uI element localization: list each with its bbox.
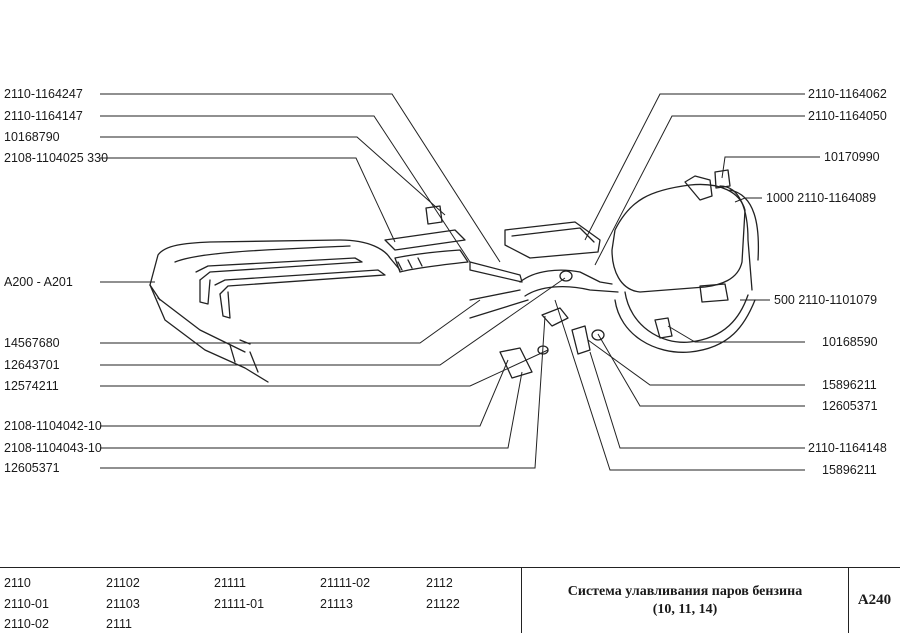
callout-right-10: 15896211 (822, 463, 877, 477)
callout-left-8: 12574211 (4, 379, 59, 393)
title-block-divider (521, 568, 522, 633)
callout-left-11: 12605371 (4, 461, 60, 475)
callout-right-8: 12605371 (822, 399, 878, 413)
fuel-tank (149, 239, 401, 383)
callout-right-1: 2110-1164062 (808, 87, 887, 101)
callout-left-9: 2108-1104042-10 (4, 419, 102, 433)
model-code: 2110 (4, 576, 31, 590)
model-code: 2110-02 (4, 617, 49, 631)
callout-right-9: 2110-1164148 (808, 441, 887, 455)
model-code: 21102 (106, 576, 140, 590)
model-code: 21111 (214, 576, 246, 590)
model-code: 2110-01 (4, 597, 49, 611)
title-block-divider (848, 568, 849, 633)
title-block: 2110 21102 21111 21111-02 2112 2110-01 2… (0, 567, 900, 633)
callout-right-7: 15896211 (822, 378, 877, 392)
model-code: 21113 (320, 597, 353, 611)
leader-lines (100, 93, 820, 471)
filler-neck-assembly (611, 169, 760, 353)
model-code: 21122 (426, 597, 460, 611)
model-code: 2111 (106, 617, 132, 631)
callout-right-4: 1000 2110-1164089 (766, 191, 877, 205)
callout-left-7: 12643701 (4, 358, 60, 372)
callout-right-3: 10170990 (824, 150, 880, 164)
hose-assembly-left (384, 205, 529, 319)
callout-left-2: 2110-1164147 (4, 109, 83, 123)
callout-right-5: 500 2110-1101079 (774, 293, 878, 307)
central-valve-group (499, 221, 619, 379)
model-code: 2112 (426, 576, 453, 590)
diagram-title-line2: (10, 11, 14) (652, 601, 718, 617)
model-code: 21103 (106, 597, 140, 611)
callout-left-5: A200 - A201 (4, 275, 73, 289)
model-code: 21111-02 (320, 576, 371, 590)
fuel-vapor-system-drawing (100, 93, 820, 471)
diagram-title-line1: Система улавливания паров бензина (567, 583, 803, 599)
model-code: 21111-01 (214, 597, 265, 611)
diagram-code: A240 (857, 592, 892, 608)
callout-left-4: 2108-1104025 330 (4, 151, 109, 165)
callout-right-2: 2110-1164050 (808, 109, 887, 123)
callout-left-10: 2108-1104043-10 (4, 441, 102, 455)
callout-right-6: 10168590 (822, 335, 878, 349)
callout-left-6: 14567680 (4, 336, 60, 350)
callout-left-1: 2110-1164247 (4, 87, 83, 101)
callout-left-3: 10168790 (4, 130, 60, 144)
diagram-title: Система улавливания паров бензина (10, 1… (522, 568, 848, 633)
